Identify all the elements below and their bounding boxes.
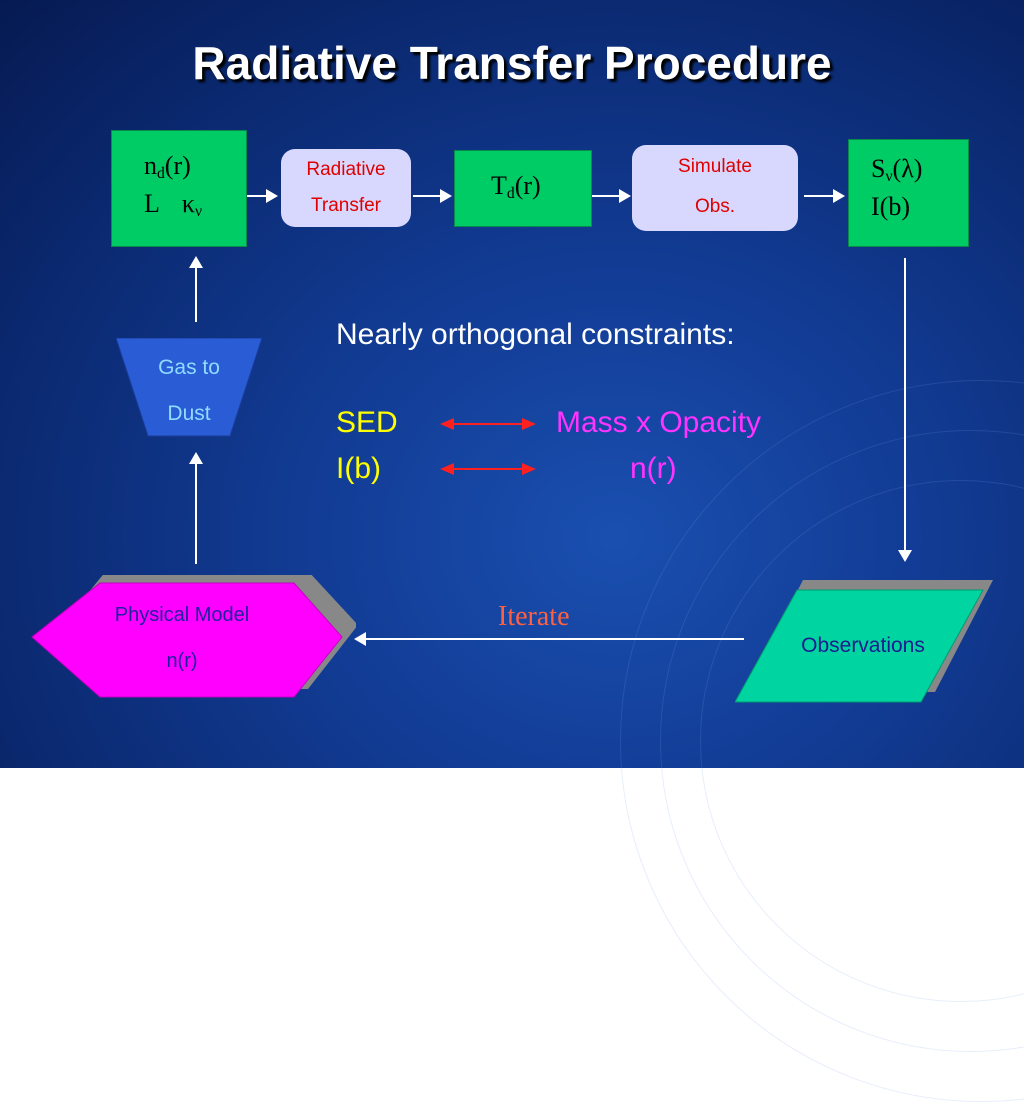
iterate-label: Iterate [498, 601, 570, 632]
observations-node [735, 580, 993, 703]
slide-title: Radiative Transfer Procedure [192, 37, 832, 89]
ib-label: I(b) [336, 452, 381, 485]
double-arrow-ib [440, 463, 536, 475]
constraints-heading: Nearly orthogonal constraints: [336, 318, 735, 351]
temperature-box: Td(r) [454, 150, 592, 227]
output-box: Sν(λ) I(b) [848, 139, 969, 247]
input-density: nd(r) [144, 151, 191, 182]
simulate-obs-node: Simulate Obs. [632, 145, 798, 231]
observations-label: Observations [801, 634, 925, 657]
physical-model-label: Physical Model n(r) [114, 604, 250, 672]
double-arrow-sed [440, 418, 536, 430]
gas-to-dust-node [116, 338, 263, 437]
nr-label: n(r) [630, 452, 677, 485]
physical-model-node [31, 575, 356, 698]
gas-to-dust-label: Gas to Dust [158, 356, 220, 425]
radiative-transfer-node: Radiative Transfer [281, 149, 411, 227]
sed-label: SED [336, 406, 398, 439]
mass-opacity-label: Mass x Opacity [556, 406, 762, 439]
